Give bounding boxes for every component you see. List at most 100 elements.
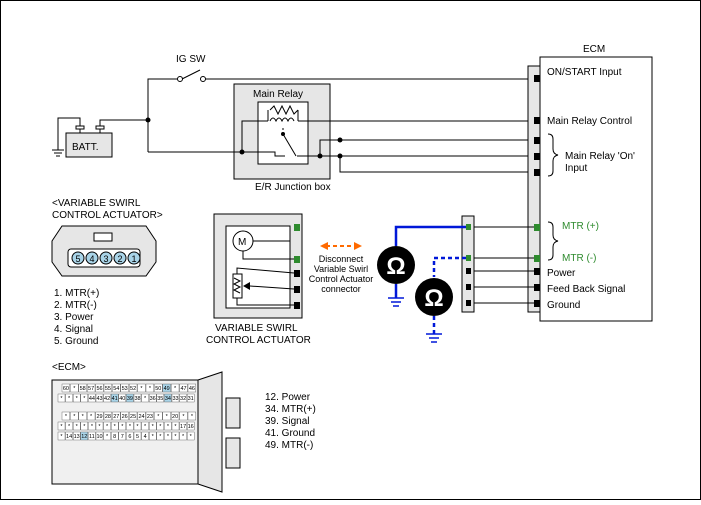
ecm-pin (534, 169, 540, 176)
ecm-pin-cell (80, 393, 89, 403)
ecm-pin-cell (103, 383, 113, 393)
ecm-pin-number: * (159, 424, 162, 430)
ecm-pin-cell (103, 421, 111, 431)
ecm-pin-number: 54 (113, 386, 119, 392)
arrow-head-left (320, 242, 328, 250)
ecm-pin-number: 32 (180, 396, 186, 402)
ecm-pin-cell (118, 431, 127, 441)
ecm-pin-cell (65, 421, 73, 431)
actuator-wire (242, 251, 294, 260)
ecm-pin-cell (162, 383, 171, 393)
harness-pin (466, 300, 471, 306)
ecm-pin-number: 25 (130, 414, 136, 420)
ecm-pin-number: 27 (113, 414, 119, 420)
vsa-pin-number: 3 (103, 254, 108, 264)
ecm-pin-cell (112, 411, 121, 421)
ecm-box (539, 56, 653, 322)
vsa-pin-legend-item: 3. Power (54, 312, 94, 323)
ecm-pin-cell (156, 393, 165, 403)
ecm-pin-number: 40 (119, 396, 125, 402)
vsa-pin-number: 4 (89, 254, 94, 264)
relay-switch-feed (242, 151, 285, 157)
ecm-pin-number: 23 (147, 414, 153, 420)
ecm-pin-cell (110, 431, 119, 441)
ecm-pin (534, 300, 540, 307)
ecm-pin-cell (156, 431, 165, 441)
ecm-pin-number: * (83, 396, 86, 402)
ecm-pin-cell (179, 383, 188, 393)
ecm-pin-number: * (174, 424, 177, 430)
junction-box-group: Main Relay E/R Junction box (233, 83, 331, 193)
ecm-pin-number: * (82, 414, 85, 420)
battery-ground-wire (57, 117, 81, 150)
switch-contact (200, 76, 206, 82)
relay-wiring (148, 120, 530, 173)
disconnect-line-3: Control Actuator (309, 274, 374, 284)
junction-dot (145, 117, 151, 123)
ecm-pin-cell (112, 383, 121, 393)
ecm-label-ground: Ground (547, 300, 580, 311)
ecm-label-main-relay-on-1: Main Relay 'On' (565, 151, 635, 162)
ecm-pin (534, 284, 540, 291)
relay-resistor (269, 104, 299, 116)
ecm-pin-number: * (121, 424, 124, 430)
ecm-pin-number: * (167, 424, 170, 430)
ecm-pin-cell (186, 421, 195, 431)
ecm-pin-cell (179, 393, 187, 403)
actuator-wire (253, 227, 291, 242)
harness-pin (466, 284, 471, 290)
ecm-label-feedback: Feed Back Signal (547, 284, 625, 295)
vsa-pin-number: 1 (131, 254, 136, 264)
ecm-title: ECM (583, 44, 605, 55)
ecm-pin-number: 12 (81, 434, 87, 440)
ecm-pin-number: * (167, 434, 170, 440)
ecm-pin-cell (65, 393, 73, 403)
potentiometer-wiper (243, 282, 250, 290)
battery-body (65, 132, 113, 158)
ecm-pin-number: * (144, 396, 147, 402)
ecm-pin-number: 53 (122, 386, 128, 392)
ecm-pin-cell (179, 411, 188, 421)
battery-terminal-pos (95, 125, 105, 130)
actuator-wire (249, 285, 295, 290)
ecm-pin-cell (57, 393, 66, 403)
ecm-pin-cell (72, 421, 81, 431)
vsa-pin-2 (113, 251, 127, 265)
vsa-pin-1 (127, 251, 141, 265)
ecm-pin-cell (86, 383, 96, 393)
ohm-symbol-1: Ω (386, 253, 405, 280)
ecm-pin-cell (186, 393, 195, 403)
ohmmeter-1: Ω (377, 225, 466, 307)
ecm-pin-cell (154, 411, 163, 421)
ecm-pin-number: 6 (128, 434, 131, 440)
ecm-pin-number: * (60, 396, 63, 402)
relay-coil-feed (241, 120, 268, 152)
ecm-pin-number: * (106, 434, 109, 440)
actuator-pin (294, 224, 300, 231)
vsa-pin-5 (71, 251, 85, 265)
ecm-pin-cell (95, 411, 104, 421)
vsa-pin-3 (99, 251, 113, 265)
ecm-pin-number: * (140, 386, 143, 392)
ecm-pin-number: 7 (121, 434, 124, 440)
ecm-pin-number: * (190, 434, 193, 440)
ecm-pin-number: * (76, 424, 79, 430)
ecm-pin-cell (78, 411, 87, 421)
ecm-pin-cell (162, 411, 171, 421)
ecm-brace (547, 133, 559, 177)
vsa-pin-legend-item: 2. MTR(-) (54, 300, 97, 311)
ecm-pin-number: * (68, 424, 71, 430)
ecm-pin-number: * (114, 424, 117, 430)
ecm-pin-cell (148, 393, 157, 403)
disconnect-line-2: Variable Swirl (314, 264, 368, 274)
vsa-pin-4 (85, 251, 99, 265)
ecm-pin-number: * (73, 414, 76, 420)
ecm-group: ECM ON/START Input Main Relay Control Ma… (527, 44, 653, 322)
vsa-pin-number: 2 (117, 254, 122, 264)
ecm-pin-cell (171, 393, 180, 403)
ecm-pin-cell (110, 421, 119, 431)
junction-dot (337, 137, 343, 143)
